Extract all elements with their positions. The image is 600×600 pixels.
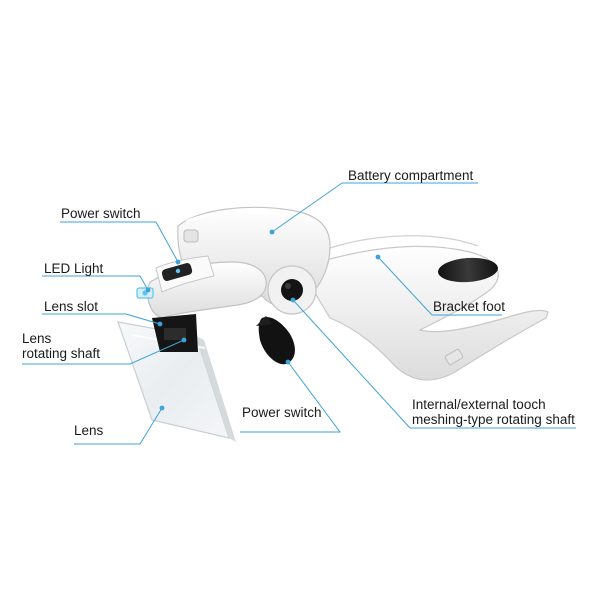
label-internal-rotating-shaft-line1: Internal/external tooch — [412, 397, 546, 412]
leader-power-top — [60, 221, 179, 263]
bracket-arm — [299, 235, 549, 381]
label-power-switch-top: Power switch — [61, 206, 141, 221]
power-switch-top-button — [161, 263, 193, 281]
label-bracket-foot: Bracket foot — [433, 299, 506, 314]
label-lens-slot: Lens slot — [44, 299, 99, 314]
leader-lens-shaft — [22, 339, 185, 365]
leader-lens — [74, 407, 163, 445]
label-led-light: LED Light — [44, 261, 104, 276]
bracket-adjust-button — [444, 348, 464, 366]
power-switch-rear-knob — [256, 316, 295, 365]
leader-lens-slot — [42, 313, 161, 325]
lens-slot-clamp — [152, 314, 198, 352]
label-lens-rotating-shaft-line2: rotating shaft — [22, 346, 101, 361]
leader-power-bottom — [240, 361, 341, 433]
label-lens-rotating-shaft-line1: Lens — [22, 331, 52, 346]
leader-endpoints — [145, 229, 381, 411]
label-power-switch-bottom: Power switch — [242, 405, 322, 420]
label-internal-rotating-shaft-line2: meshing-type rotating shaft — [412, 412, 575, 427]
rotating-shaft-knob — [267, 265, 317, 315]
leader-led — [42, 275, 149, 291]
label-lens-rotating-shaft: Lens rotating shaft — [22, 331, 100, 361]
leader-internal-diag — [292, 299, 411, 429]
label-internal-rotating-shaft: Internal/external tooch meshing-type rot… — [412, 397, 575, 427]
bracket-foot-pad — [438, 257, 498, 283]
label-lens: Lens — [74, 423, 104, 438]
led-light — [136, 287, 154, 299]
leader-bracket-diag — [377, 256, 433, 316]
leader-lines — [22, 182, 576, 445]
front-lens-arm — [147, 255, 267, 319]
leader-battery-diag — [271, 182, 343, 233]
label-battery-compartment: Battery compartment — [348, 168, 474, 183]
